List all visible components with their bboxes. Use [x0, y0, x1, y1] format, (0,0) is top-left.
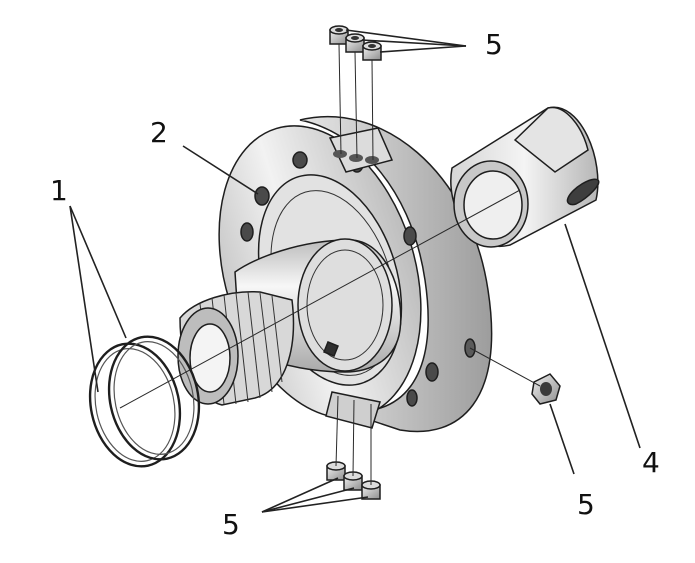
bolt-hole-2: [240, 222, 254, 242]
bolt-hole-3: [292, 151, 308, 169]
sleeve: [450, 106, 600, 248]
hub-shoulder-inner: [306, 249, 384, 361]
bore-opening: [189, 323, 231, 393]
keyway-pin: [323, 341, 339, 357]
bottom-guide-2: [352, 399, 355, 477]
callout-labels: 1 2 4 5 5 5: [50, 28, 660, 541]
leader-5-bottom-b: [261, 487, 355, 513]
top-hole-2: [349, 154, 363, 162]
bolt-hole-1: [254, 186, 270, 206]
bolt-hole-7: [406, 389, 418, 407]
callout-2: 2: [150, 116, 168, 149]
leader-4: [564, 223, 641, 449]
callout-4: 4: [642, 446, 660, 479]
callout-5-top: 5: [485, 28, 503, 61]
leader-5-top-a: [345, 29, 467, 47]
top-hole-3: [365, 156, 379, 164]
leader-2: [182, 145, 259, 195]
leader-1b: [69, 205, 127, 339]
main-axis-line: [119, 189, 521, 409]
top-guide-3: [371, 59, 374, 161]
leader-5-top-b: [361, 39, 467, 47]
leader-5-top-c: [379, 45, 467, 53]
flange-bottom-flat: [325, 391, 381, 429]
bottom-guide-1: [335, 395, 339, 467]
sleeve-flat: [513, 106, 589, 173]
callout-5-bottom: 5: [222, 508, 240, 541]
top-hole-1: [333, 150, 347, 158]
screws-bottom: [326, 461, 381, 500]
top-guide-2: [354, 51, 358, 159]
screw-top-3: [362, 41, 382, 61]
seal-rings: [88, 335, 201, 468]
callout-1: 1: [50, 174, 68, 207]
bolt-hole-6: [425, 362, 439, 382]
seal-ring-2-inner: [113, 341, 195, 455]
side-guide: [469, 347, 541, 387]
top-guide-1: [338, 43, 342, 155]
hub-shoulder: [297, 238, 393, 372]
screw-top-2: [345, 33, 365, 53]
seal-ring-1: [88, 342, 182, 468]
leader-lines: [69, 29, 641, 513]
leader-5-bottom-c: [261, 496, 369, 513]
leader-1a: [69, 205, 99, 393]
flange-rim: [299, 115, 493, 433]
seal-ring-2: [107, 335, 201, 461]
bolt-hole-5: [403, 226, 417, 246]
sleeve-slot: [566, 178, 600, 206]
leader-5-side: [549, 403, 575, 475]
assembly-axes: [119, 43, 541, 485]
screw-side: [531, 373, 561, 405]
callout-5-side: 5: [577, 488, 595, 521]
screws-top: [329, 25, 382, 61]
leader-5-bottom-a: [261, 477, 339, 513]
